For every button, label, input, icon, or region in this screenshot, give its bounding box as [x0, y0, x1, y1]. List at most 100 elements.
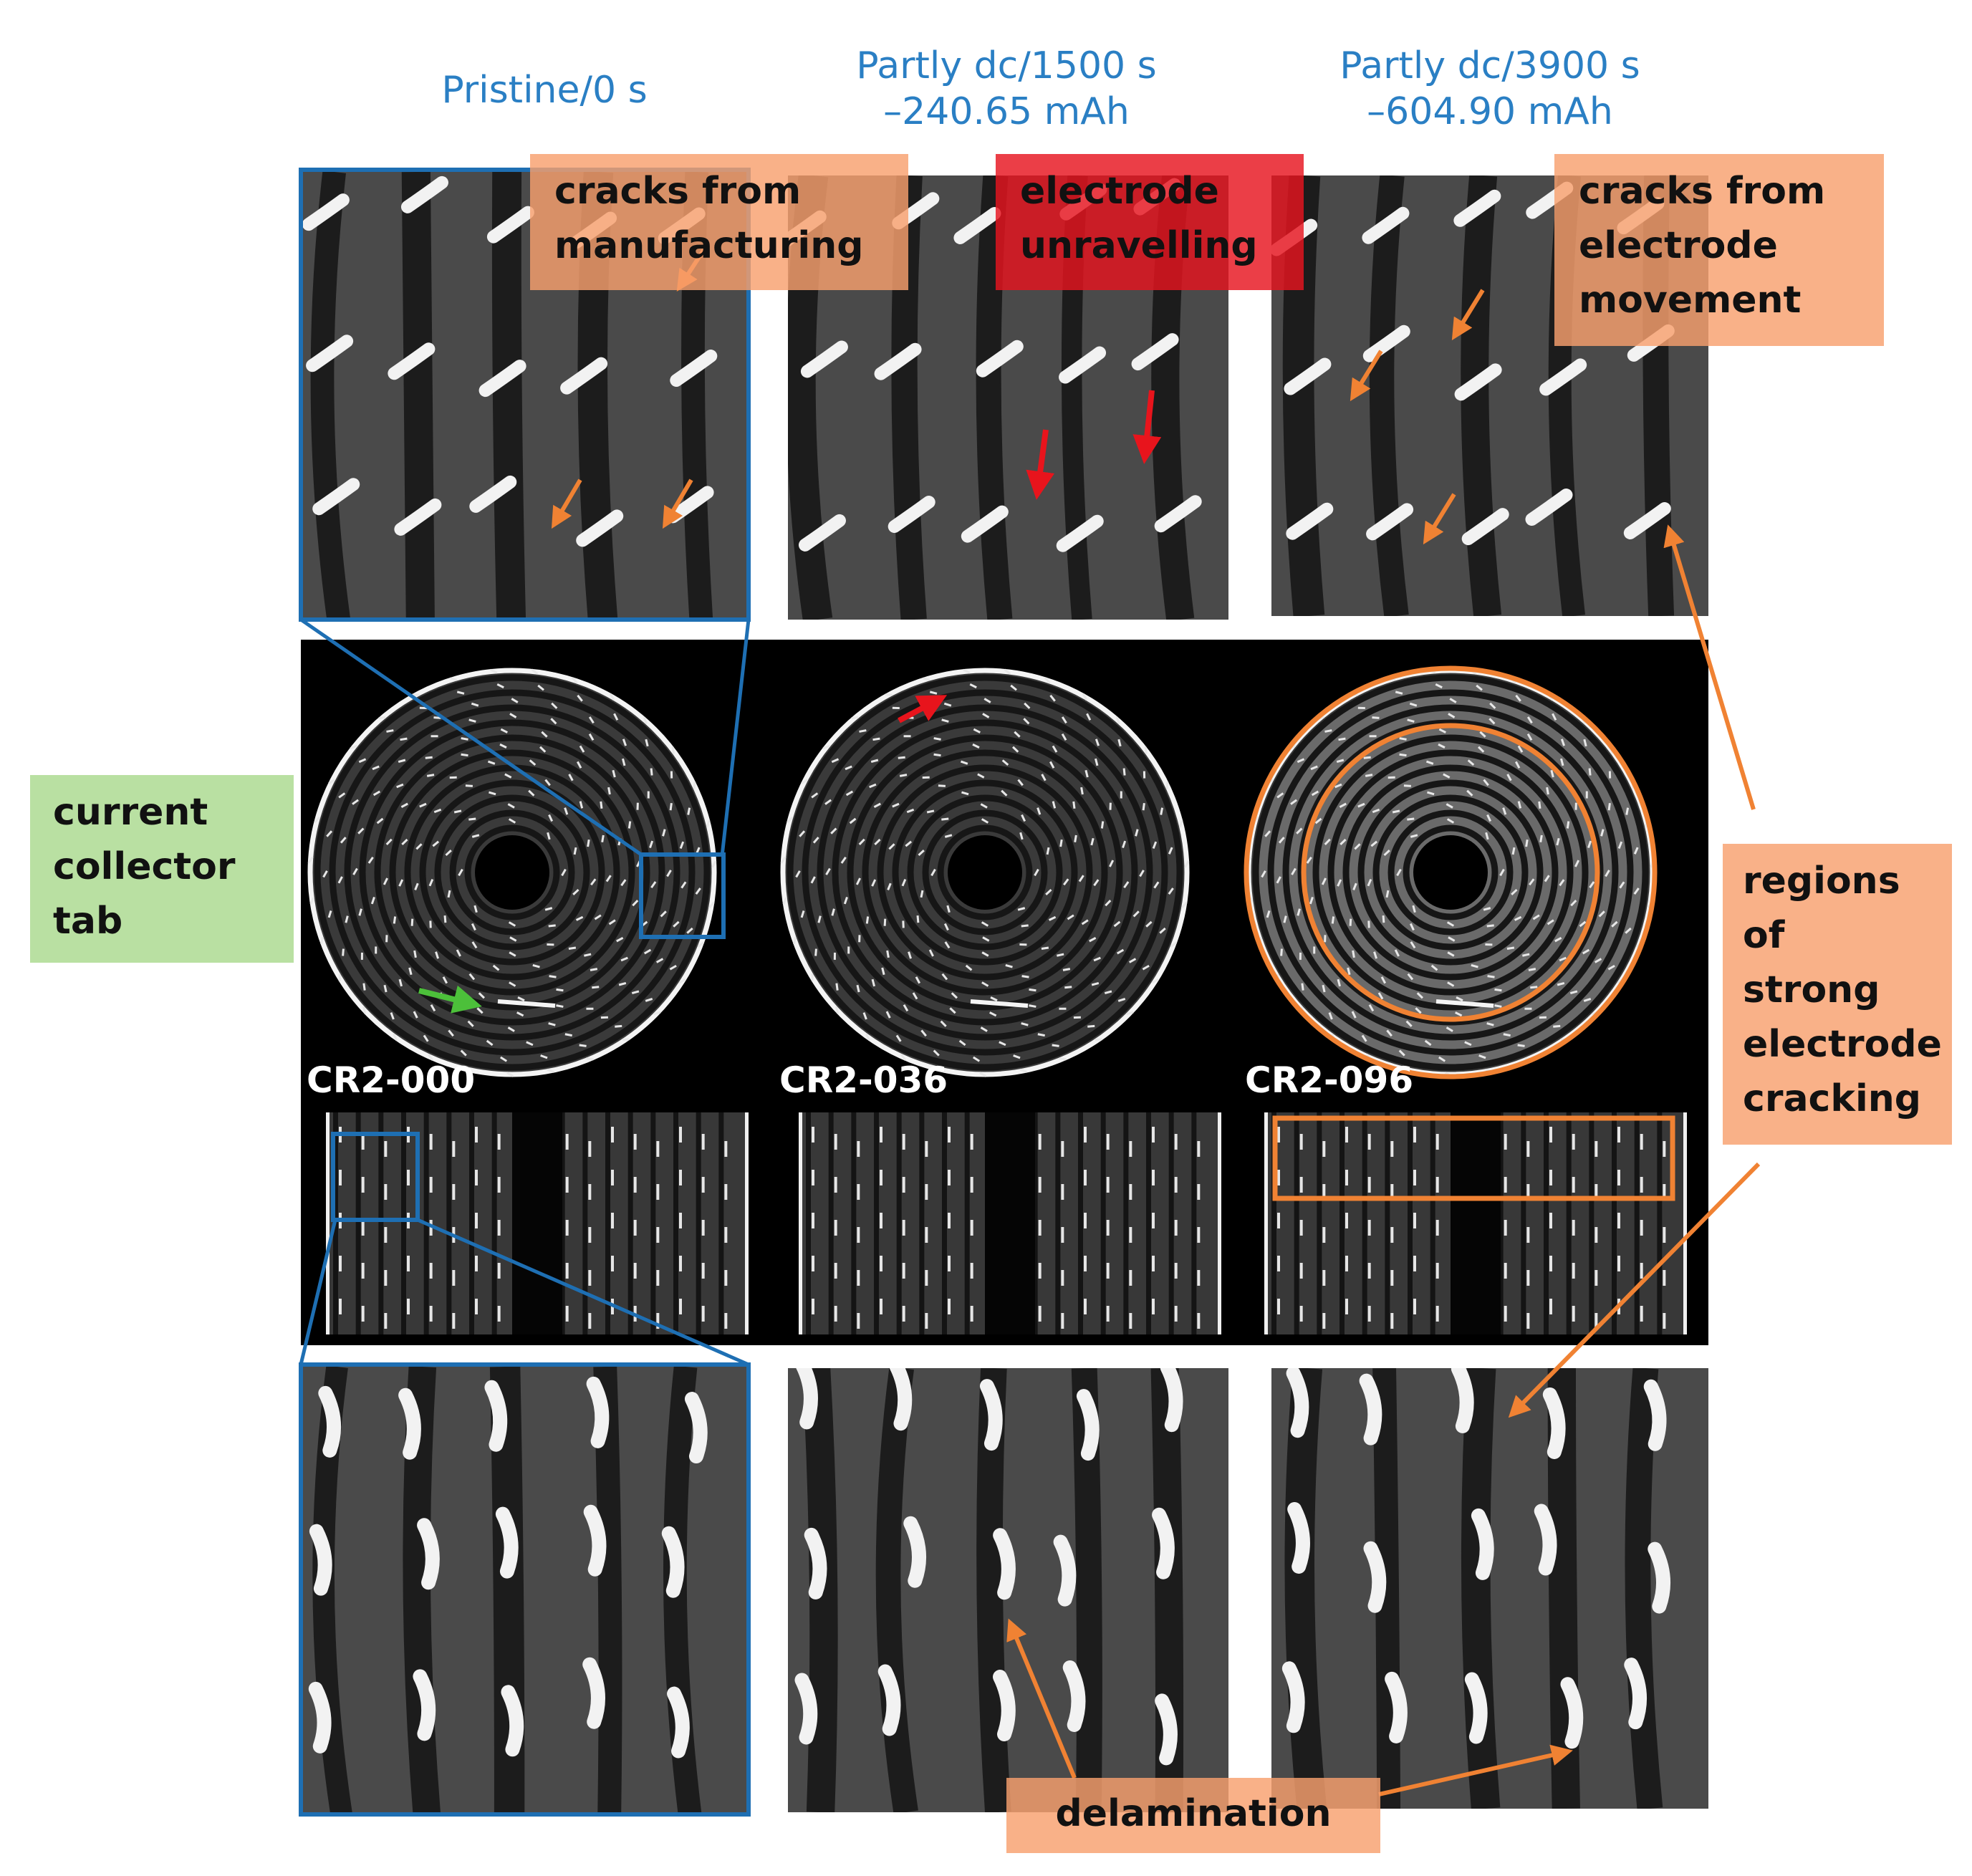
collector-flake — [1427, 791, 1435, 796]
collector-flake — [1446, 803, 1453, 809]
slice-collector — [339, 1299, 342, 1314]
collector-flake — [1004, 668, 1011, 675]
slice-collector — [1038, 1306, 1042, 1322]
slice-collector — [656, 1141, 660, 1157]
current-collector-segment — [309, 1524, 332, 1596]
collector-flake — [1455, 1011, 1463, 1017]
collector-flake — [1266, 910, 1271, 918]
label-line: cracks from — [1579, 170, 1826, 213]
collector-flake — [1448, 713, 1456, 718]
collector-flake — [547, 943, 554, 946]
slice-collector — [1572, 1263, 1575, 1279]
collector-flake — [983, 698, 991, 703]
label-line: current — [53, 791, 208, 834]
collector-flake — [367, 856, 374, 864]
collector-flake — [1365, 774, 1373, 777]
collector-flake — [831, 758, 840, 764]
slice-collector — [925, 1184, 928, 1200]
collector-flake — [1297, 908, 1301, 916]
slice-collector — [1526, 1270, 1530, 1286]
collector-flake — [1503, 1033, 1511, 1037]
collector-flake — [898, 756, 905, 759]
collector-flake — [307, 856, 314, 864]
collector-flake — [840, 856, 847, 864]
collector-flake — [1560, 758, 1564, 766]
collector-flake — [1525, 839, 1529, 847]
slice-collector — [1197, 1141, 1201, 1157]
collector-flake — [419, 706, 427, 710]
slice-collector — [611, 1170, 614, 1185]
current-collector-segment — [469, 475, 517, 513]
cell-name-2: CR2-096 — [1245, 1059, 1414, 1101]
slice-separator — [582, 1112, 588, 1334]
slice-collector — [1197, 1270, 1201, 1286]
slice-collector — [724, 1270, 728, 1286]
slice-collector — [1277, 1256, 1280, 1271]
collector-flake — [1116, 948, 1125, 955]
collector-flake — [1059, 1007, 1067, 1010]
collector-flake — [946, 905, 951, 913]
slice-separator — [355, 1112, 361, 1334]
current-collector-segment — [478, 360, 526, 398]
collector-flake — [973, 1056, 981, 1062]
collector-flake — [903, 735, 911, 738]
slice-collector — [1322, 1184, 1326, 1200]
current-collector-segment — [670, 350, 718, 388]
current-collector-segment — [1366, 503, 1414, 541]
collector-flake — [590, 968, 598, 971]
collector-flake — [835, 1006, 840, 1014]
slice-collector — [1038, 1263, 1042, 1279]
collector-flake — [892, 802, 900, 808]
slice-collector — [429, 1177, 433, 1193]
slice-separator — [1498, 1112, 1504, 1334]
microstructure-texture — [1271, 1368, 1708, 1809]
slice-separator — [718, 1112, 724, 1334]
collector-flake — [1337, 879, 1342, 887]
collector-flake — [647, 791, 650, 799]
slice-collector — [656, 1184, 660, 1200]
collector-flake — [586, 1057, 594, 1061]
slice-separator — [874, 1112, 879, 1334]
slice-separator — [1294, 1112, 1299, 1334]
slice-collector — [633, 1306, 637, 1322]
column-title-1500s: Partly dc/1500 s –240.65 mAh — [806, 43, 1207, 135]
collector-flake — [660, 910, 667, 918]
column-title-line1: Partly dc/3900 s — [1339, 44, 1640, 87]
collector-flake — [887, 882, 892, 891]
collector-flake — [990, 996, 998, 1002]
slice-collector — [1413, 1213, 1416, 1228]
collector-flake — [869, 783, 877, 789]
collector-flake — [1324, 729, 1332, 733]
slice-collector — [1084, 1213, 1087, 1228]
slice-collector — [1345, 1127, 1348, 1143]
slice-collector — [1572, 1134, 1575, 1150]
current-collector-segment — [1385, 1671, 1408, 1743]
collector-flake — [817, 915, 822, 923]
slice-collector — [656, 1270, 660, 1286]
collector-flake — [1409, 702, 1418, 707]
collector-flake — [886, 950, 890, 958]
collector-flake — [1089, 936, 1097, 943]
collector-flake — [1078, 875, 1084, 882]
collector-flake — [1339, 802, 1347, 809]
separator-winding — [1312, 734, 1589, 1011]
collector-flake — [556, 988, 564, 992]
slice-collector — [834, 1263, 837, 1279]
collector-flake — [1067, 914, 1074, 920]
collector-flake — [1392, 809, 1400, 814]
collector-flake — [1296, 827, 1303, 834]
label-strong-electrode-cracking: regions of strong electrode cracking — [1723, 844, 1952, 1145]
collector-flake — [1407, 973, 1414, 981]
collector-flake — [960, 760, 968, 765]
slice-collector — [429, 1134, 433, 1150]
collector-flake — [938, 784, 946, 787]
slice-collector — [361, 1306, 365, 1322]
collector-flake — [1126, 1011, 1134, 1016]
collector-flake — [456, 949, 461, 957]
slice-collector — [633, 1220, 637, 1236]
slice-collector — [880, 1127, 882, 1143]
collector-flake — [1297, 758, 1305, 764]
slice-collector — [1526, 1227, 1530, 1243]
collector-flake — [544, 907, 553, 911]
collector-flake — [1608, 771, 1612, 779]
